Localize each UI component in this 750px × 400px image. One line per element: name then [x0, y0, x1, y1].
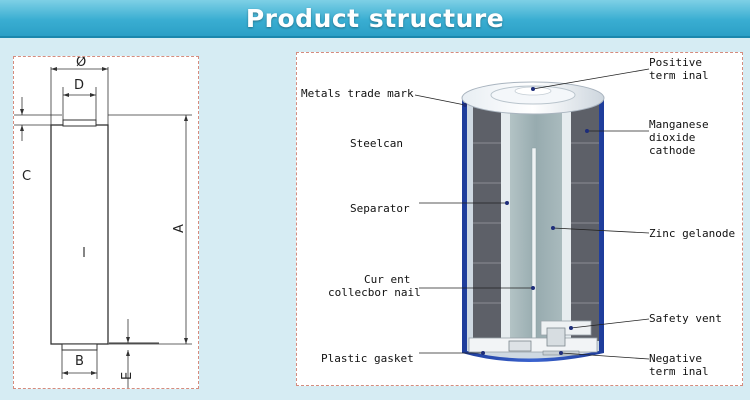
dim-c-label: C [22, 169, 31, 184]
label-negative-terminal-line2: term inal [649, 365, 709, 378]
dim-a-label: A [172, 224, 187, 233]
cathode-left [473, 103, 501, 341]
banner-title: Product structure [245, 3, 505, 33]
battery-nub [62, 119, 97, 127]
dimension-drawing: Ø D C A B E [14, 57, 192, 388]
label-positive-terminal-line1: Positive [649, 56, 702, 69]
label-current-collector-line1: Cur ent [364, 273, 411, 286]
label-negative-terminal-line1: Negative [649, 352, 702, 365]
battery-cutaway-diagram [414, 68, 650, 362]
label-manganese-line2: dioxide [649, 131, 696, 144]
label-separator: Separator [350, 202, 410, 215]
label-manganese-line3: cathode [649, 144, 696, 157]
label-manganese-line1: Manganese [649, 118, 709, 131]
dimension-drawing-panel: Ø D C A B E [13, 56, 199, 389]
label-current-collector-line2: collecbor nail [328, 286, 421, 299]
label-plastic-gasket: Plastic gasket [321, 352, 414, 365]
label-steelcan: Steelcan [350, 137, 403, 150]
label-positive-terminal-line2: term inal [649, 69, 709, 82]
title-banner: Product structure [0, 0, 750, 38]
plastic-gasket [468, 337, 598, 353]
dim-diameter-label: Ø [76, 57, 86, 70]
separator [501, 103, 510, 341]
dim-d-label: D [74, 78, 84, 93]
dim-b-label: B [75, 354, 84, 369]
label-zinc-gel-anode: Zinc gelanode [649, 227, 736, 240]
cathode-right [571, 103, 599, 341]
dim-e-label: E [120, 372, 135, 380]
battery-body [50, 124, 109, 345]
battery-structure-panel: Metals trade mark Steelcan Separator Cur… [296, 52, 743, 386]
current-collector-nail [531, 147, 537, 339]
label-metals-trademark: Metals trade mark [301, 87, 414, 100]
label-safety-vent: Safety vent [649, 312, 722, 325]
